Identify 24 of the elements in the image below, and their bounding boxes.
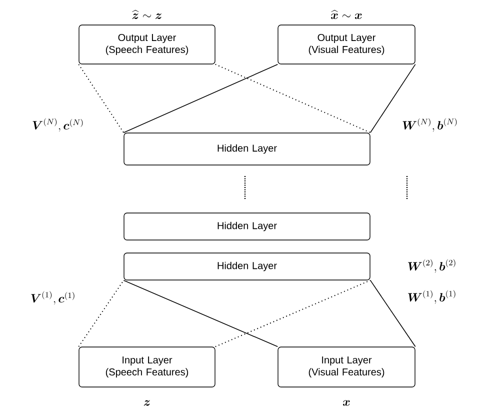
hidden-layer-box: Hidden Layer — [124, 132, 370, 166]
weight-label: $\boldsymbol{W}^{(2)}, \boldsymbol{b}^{(2)}$ — [408, 259, 456, 273]
dotted-connection — [214, 280, 371, 348]
dotted-connection — [78, 280, 124, 348]
weight-label: $\boldsymbol{V}^{(1)}, \boldsymbol{c}^{(1)}$ — [31, 291, 74, 305]
variable-label: $\widehat{\boldsymbol{x}} \sim \boldsymbol{x}$ — [331, 10, 362, 19]
variable-label: $\boldsymbol{z}$ — [144, 400, 150, 406]
connection-line — [123, 64, 278, 134]
weight-label: $\boldsymbol{V}^{(N)}, \boldsymbol{c}^{(N)}$ — [32, 118, 83, 132]
hidden-layer-box: Hidden Layer — [124, 212, 370, 240]
input-layer-box: Input Layer (Speech Features) — [78, 346, 216, 388]
variable-label: $\boldsymbol{x}$ — [343, 400, 350, 406]
input-layer-box: Input Layer (Visual Features) — [278, 346, 416, 388]
output-layer-box: Output Layer (Visual Features) — [278, 24, 416, 64]
hidden-layer-box: Hidden Layer — [124, 252, 370, 280]
connection-line — [123, 280, 278, 348]
dotted-connection — [214, 64, 371, 134]
connection-line — [370, 64, 416, 134]
weight-label: $\boldsymbol{W}^{(N)}, \boldsymbol{b}^{(N)}$ — [402, 118, 457, 132]
variable-label: $\widehat{\boldsymbol{z}} \sim \boldsymbol{z}$ — [132, 10, 162, 19]
output-layer-box: Output Layer (Speech Features) — [78, 24, 216, 64]
dotted-connection — [78, 64, 124, 134]
weight-label: $\boldsymbol{W}^{(1)}, \boldsymbol{b}^{(1)}$ — [408, 290, 456, 304]
connection-line — [370, 280, 416, 348]
